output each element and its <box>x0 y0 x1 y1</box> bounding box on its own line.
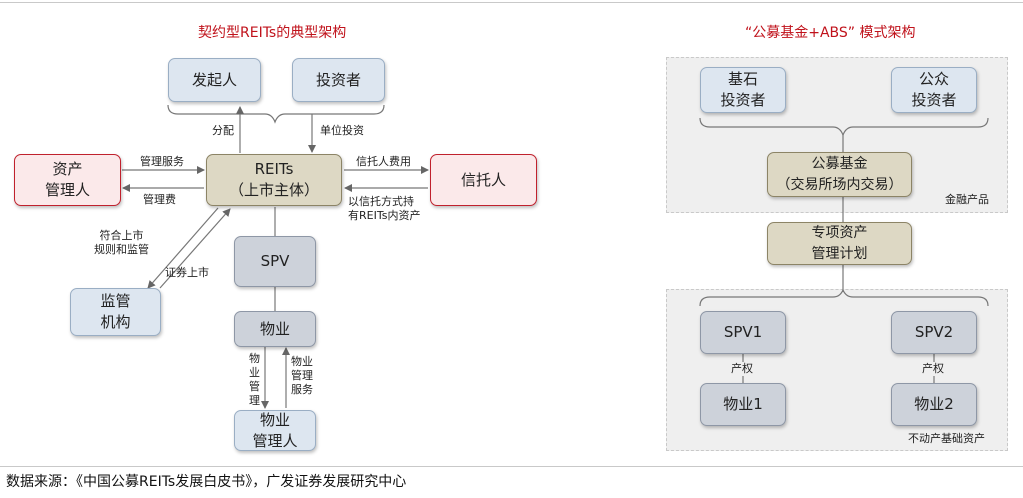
top-rule <box>0 2 1023 3</box>
label-trustee-fee: 信托人费用 <box>356 155 411 168</box>
property1-box: 物业1 <box>700 383 786 426</box>
label-financial-product: 金融产品 <box>945 193 989 206</box>
cornerstone-investors-box: 基石 投资者 <box>700 67 786 113</box>
right-investor-brace <box>699 117 989 137</box>
label-property-service: 物业 管理 服务 <box>291 355 313 396</box>
trustee-box: 信托人 <box>430 154 537 206</box>
sponsor-box: 发起人 <box>168 58 261 102</box>
asset-manager-box: 资产 管理人 <box>14 154 121 206</box>
public-investors-box: 公众 投资者 <box>891 67 977 113</box>
label-property-management: 物 业 管 理 <box>249 352 260 407</box>
label-listing: 证券上市 <box>165 266 209 279</box>
abs-plan-box: 专项资产 管理计划 <box>767 222 912 265</box>
label-real-estate-asset: 不动产基础资产 <box>908 432 985 445</box>
source-note: 数据来源：《中国公募REITs发展白皮书》，广发证券发展研究中心 <box>6 474 407 490</box>
label-mgmt-fee: 管理费 <box>143 193 176 206</box>
footer-rule <box>0 466 1023 467</box>
label-compliance: 符合上市 规则和监管 <box>94 229 149 256</box>
spv1-box: SPV1 <box>700 311 786 354</box>
investor-brace <box>167 104 385 124</box>
arrow-listing <box>159 208 231 289</box>
label-mgmt-service: 管理服务 <box>140 155 184 168</box>
investors-box: 投资者 <box>292 58 385 102</box>
spv2-box: SPV2 <box>891 311 977 354</box>
property-box: 物业 <box>234 311 316 347</box>
property-manager-box: 物业 管理人 <box>234 410 316 451</box>
spv-box: SPV <box>234 236 316 287</box>
regulator-box: 监管 机构 <box>70 288 161 336</box>
public-fund-box: 公募基金 （交易所场内交易） <box>767 152 912 197</box>
property2-box: 物业2 <box>891 383 977 426</box>
reits-box: REITs （上市主体） <box>206 154 342 206</box>
arrow-compliance <box>147 207 219 289</box>
label-ownership-1: 产权 <box>731 362 753 376</box>
label-ownership-2: 产权 <box>922 362 944 376</box>
right-diagram-title: “公募基金+ABS” 模式架构 <box>745 25 916 41</box>
label-distribution: 分配 <box>212 124 234 137</box>
spv-brace <box>699 288 989 307</box>
label-trust-hold: 以信托方式持 有REITs内资产 <box>348 195 421 222</box>
left-diagram-title: 契约型REITs的典型架构 <box>198 25 347 41</box>
label-unit-investment: 单位投资 <box>320 124 364 137</box>
